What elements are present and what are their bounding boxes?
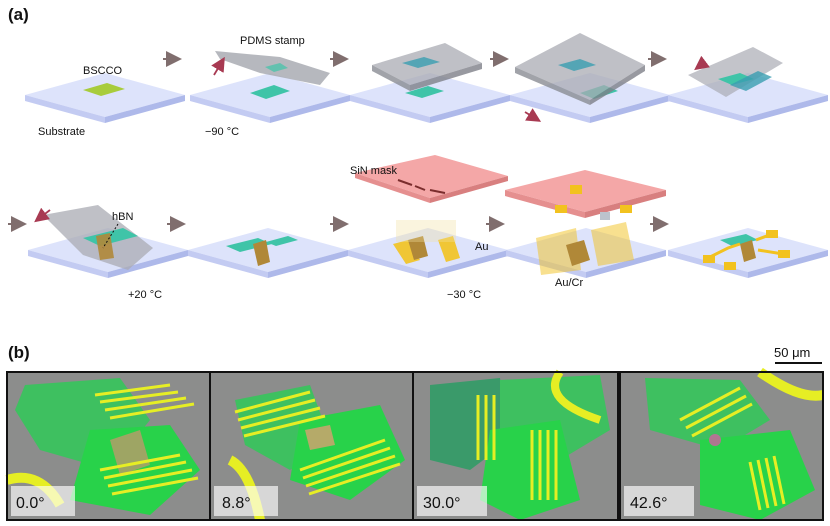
au-label: Au [475, 241, 488, 253]
angle-label-3: 30.0° [423, 495, 461, 512]
pdms-stamp-label: PDMS stamp [240, 35, 305, 47]
panel-b-label: (b) [8, 343, 30, 362]
step-10-device [668, 228, 828, 278]
temp-plus20-label: +20 °C [128, 289, 162, 301]
temp-minus90-label: −90 °C [205, 126, 239, 138]
step-8-sin-mask-au [348, 220, 508, 278]
step-6-hbn-pickup [28, 205, 188, 278]
micrograph-3: 30.0° [412, 369, 619, 521]
angle-label-2: 8.8° [222, 495, 251, 512]
step-7-stacked-flakes [188, 228, 348, 278]
scale-bar-label: 50 μm [774, 345, 810, 360]
hbn-pointer [102, 223, 119, 249]
step-3-stack [350, 43, 510, 123]
micrograph-1: 0.0° [5, 371, 211, 521]
step-5-release [668, 47, 828, 123]
sin-mask-label: SiN mask [350, 165, 398, 177]
step-1-substrate [25, 73, 185, 123]
bscco-label: BSCCO [83, 65, 123, 77]
au-cr-label: Au/Cr [555, 277, 583, 289]
substrate-label: Substrate [38, 126, 85, 138]
hbn-label: hBN [112, 211, 133, 223]
step-2-pdms-pickup [190, 51, 350, 123]
sin-mask-1 [355, 155, 508, 198]
micrograph-2: 8.8° [209, 371, 414, 521]
angle-label-4: 42.6° [630, 495, 668, 512]
red-arrow-rotate [524, 108, 542, 122]
red-arrow-lift [211, 56, 225, 76]
angle-label-1: 0.0° [16, 495, 45, 512]
sin-mask-2 [505, 170, 666, 212]
red-arrow-hbn [34, 207, 51, 223]
temp-minus30-label: −30 °C [447, 289, 481, 301]
bscco-flake [83, 83, 125, 96]
micrograph-4: 42.6° [619, 367, 825, 521]
step-9-au-cr-deposit [506, 222, 666, 278]
red-arrow-press [694, 55, 710, 71]
step-4-rotate [510, 33, 670, 123]
panel-a-label: (a) [8, 5, 29, 24]
